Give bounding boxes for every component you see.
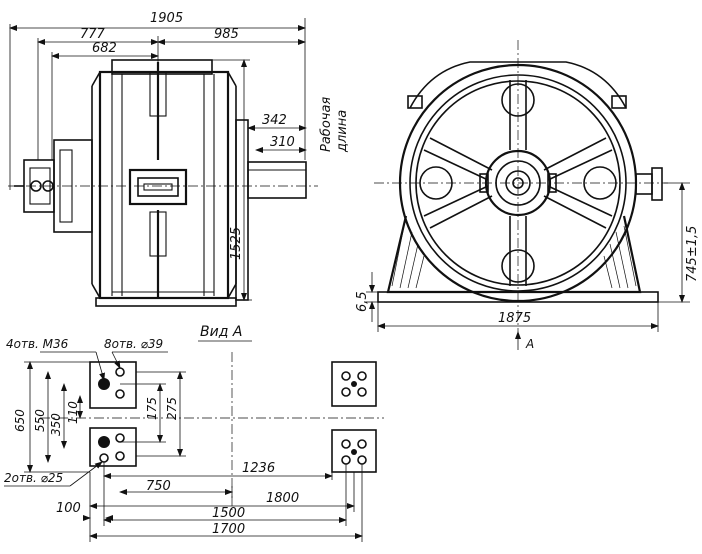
hole-m36-top	[98, 378, 110, 390]
right-bearing-shield	[235, 119, 249, 301]
view-a-title: Вид А	[200, 324, 242, 340]
side-view: 1905 777 985 682 342 310 Рабочая длина 1…	[8, 11, 350, 307]
label-1236: 1236	[242, 461, 275, 476]
vent-hole-left	[419, 166, 453, 200]
label-110: 110	[66, 401, 80, 424]
motor-body	[98, 70, 230, 300]
label-1500: 1500	[212, 506, 245, 521]
hole-m36-bottom	[98, 436, 110, 448]
label-175: 175	[145, 397, 159, 420]
vent-hole-top	[501, 83, 535, 117]
label-350: 350	[49, 413, 63, 436]
label-1700: 1700	[212, 522, 245, 537]
left-pad-top	[89, 361, 137, 409]
label-650: 650	[13, 409, 27, 432]
front-base	[377, 291, 659, 303]
label-1905: 1905	[150, 11, 183, 26]
label-682: 682	[92, 41, 117, 56]
label-working-length-2: длина	[335, 110, 350, 153]
front-view: 1875 745±1,5 6,5 A	[355, 40, 700, 351]
terminal-box	[128, 168, 188, 206]
hub	[484, 149, 552, 217]
label-750: 750	[146, 479, 171, 494]
foot-hatching	[391, 225, 637, 289]
label-holes-d39: 8отв. ⌀39	[104, 337, 163, 351]
label-342: 342	[262, 113, 287, 128]
label-working-length-1: Рабочая	[319, 97, 334, 152]
label-745: 745±1,5	[685, 226, 700, 282]
view-a-plan: Вид А 4отв. М36 8	[4, 324, 384, 542]
label-1800: 1800	[266, 491, 299, 506]
left-pad-bottom	[89, 427, 137, 467]
label-holes-d25: 2отв. ⌀25	[4, 471, 63, 485]
output-shaft	[247, 161, 307, 199]
label-310: 310	[270, 135, 295, 150]
label-1875: 1875	[498, 311, 531, 326]
label-100: 100	[56, 501, 81, 516]
label-985: 985	[214, 27, 239, 42]
label-6-5: 6,5	[355, 291, 370, 312]
motor-base	[95, 297, 237, 307]
vent-hole-bottom	[501, 249, 535, 283]
label-550: 550	[33, 409, 47, 432]
spokes	[423, 80, 613, 286]
top-cover	[111, 59, 213, 75]
label-view-a-arrow: A	[525, 337, 534, 351]
label-1525: 1525	[229, 227, 244, 260]
right-pad-top	[331, 361, 377, 407]
vent-hole-right	[583, 166, 617, 200]
label-holes-m36: 4отв. М36	[6, 337, 69, 351]
label-777: 777	[80, 27, 106, 42]
label-275: 275	[165, 397, 179, 420]
